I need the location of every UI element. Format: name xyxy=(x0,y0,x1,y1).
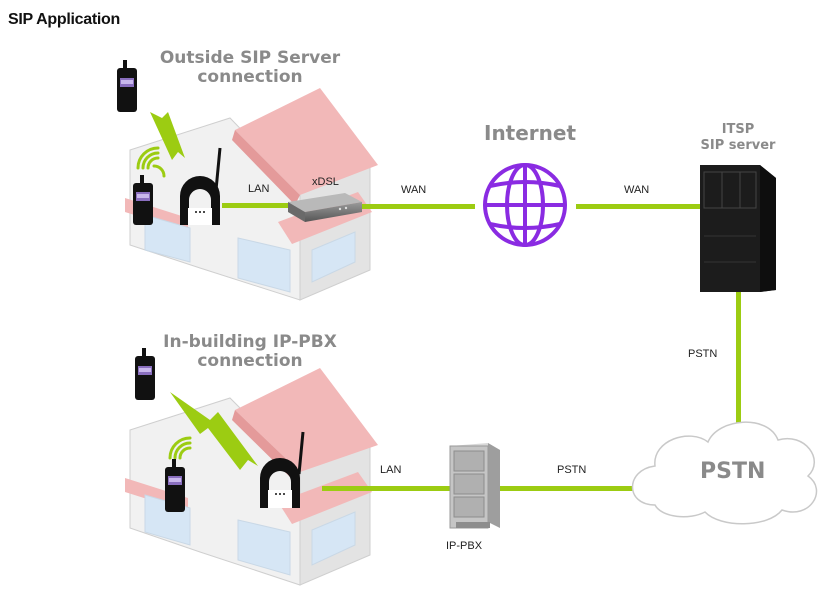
lightning-icon xyxy=(150,112,185,160)
heading-inbuilding-line2: connection xyxy=(197,351,303,371)
itsp-label: ITSP SIP server xyxy=(688,122,788,154)
globe-icon xyxy=(483,163,567,247)
house-inbuilding xyxy=(125,368,378,586)
link-label-top-lan: LAN xyxy=(248,183,270,195)
lightning-icon xyxy=(170,392,258,470)
link-top-lan xyxy=(222,203,290,208)
phone-icon xyxy=(133,175,153,225)
link-wan-right xyxy=(576,204,700,209)
cloud-icon xyxy=(631,421,818,525)
link-label-bottom-pstn: PSTN xyxy=(557,464,587,476)
phone-icon xyxy=(165,459,185,512)
heading-inbuilding-ippbx: In-building IP-PBX connection xyxy=(150,333,350,371)
itsp-line2: SIP server xyxy=(700,138,776,153)
internet-label: Internet xyxy=(484,121,577,145)
link-pstn-vertical xyxy=(736,292,741,424)
link-label-xdsl: xDSL xyxy=(312,176,339,188)
wifi-signal-icon xyxy=(136,146,166,178)
link-label-wan-left: WAN xyxy=(401,184,427,196)
ippbx-label: IP-PBX xyxy=(446,540,483,552)
sip-adapter-icon xyxy=(260,431,305,508)
xdsl-modem-icon xyxy=(288,193,362,222)
link-bottom-lan xyxy=(322,486,450,491)
page-title: SIP Application xyxy=(8,11,120,28)
heading-outside-line2: connection xyxy=(197,67,303,87)
server-rack-icon xyxy=(700,165,776,292)
link-bottom-pstn xyxy=(496,486,646,491)
itsp-line1: ITSP xyxy=(721,122,755,137)
heading-inbuilding-line1: In-building IP-PBX xyxy=(163,332,337,352)
pstn-cloud-label: PSTN xyxy=(700,459,766,484)
sip-adapter-icon xyxy=(180,147,222,225)
link-label-pstn-vertical: PSTN xyxy=(688,348,718,360)
wifi-signal-icon xyxy=(168,436,192,460)
house-outside xyxy=(125,88,378,301)
link-wan-left xyxy=(360,204,475,209)
phone-icon xyxy=(135,348,155,400)
heading-outside-sip: Outside SIP Server connection xyxy=(150,49,350,87)
ippbx-icon xyxy=(449,443,500,529)
phone-icon xyxy=(117,60,137,112)
link-label-bottom-lan: LAN xyxy=(380,464,402,476)
link-label-wan-right: WAN xyxy=(624,184,650,196)
links xyxy=(222,203,741,491)
heading-outside-line1: Outside SIP Server xyxy=(159,48,341,68)
